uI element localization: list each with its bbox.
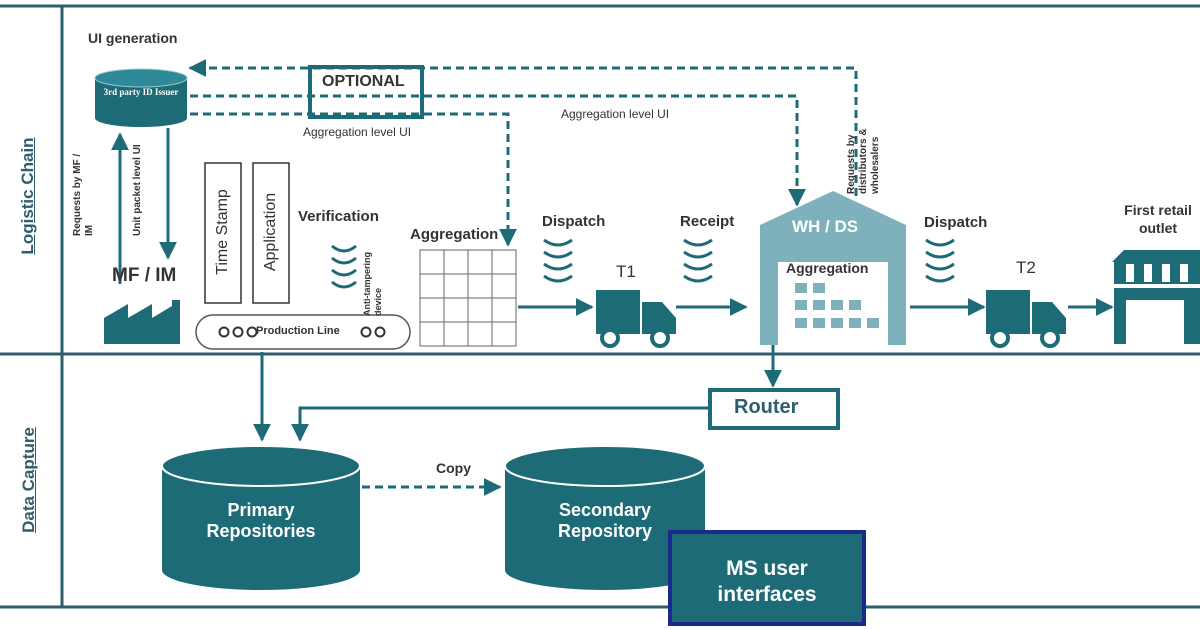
production-line-belt [195,314,411,350]
primary-repositories-label: Primary Repositories [206,500,316,541]
dispatch2-label: Dispatch [924,214,988,231]
truck-t2-icon [986,290,1066,348]
requests-distributors-label: Requests by distributors & wholesalers [846,128,881,194]
store-icon [1112,250,1200,344]
aggregation-ui-left-label: Aggregation level UI [303,125,412,139]
solid-flows [111,128,1114,442]
application-box [252,162,290,304]
t1-label: T1 [616,262,636,281]
ms-user-interfaces-label: MS user interfaces [717,557,817,606]
verification-label: Verification [298,208,379,225]
signal-icon-dispatch1 [543,238,573,283]
signal-icon-dispatch2 [925,238,955,283]
section-label-data-capture: Data Capture [19,427,38,533]
belt-rollers [218,326,386,338]
ms-ui-box [668,530,866,626]
aggregation-grid [419,249,517,347]
application-label: Application [262,192,279,272]
signal-icon-receipt [683,238,713,283]
frame [0,4,1200,609]
issuer-label: 3rd party ID Issuer [103,87,179,97]
unit-packet-label: Unit packet level UI [132,144,143,236]
issuer-cylinder [94,68,188,127]
mf-im-label: MF / IM [112,265,177,286]
truck-t1-icon [596,290,676,348]
ui-generation-label: UI generation [88,30,178,46]
warehouse-label: WH / DS [792,217,859,236]
requests-mf-label: Requests by MF / IM [72,153,95,236]
copy-label: Copy [436,460,471,476]
factory-icon [104,300,180,344]
time-stamp-box [204,162,242,304]
optional-label: OPTIONAL [322,73,405,90]
router-label: Router [734,396,799,418]
secondary-repository-label: Secondary Repository [557,500,653,541]
aggregation-label: Aggregation [410,226,499,243]
retail-label: First retail outlet [1124,202,1192,236]
t2-label: T2 [1016,258,1036,277]
receipt-label: Receipt [680,213,735,230]
time-stamp-label: Time Stamp [214,189,231,275]
production-line-label: Production Line [256,325,340,337]
signal-icon-verification [331,244,357,289]
warehouse-aggregation-label: Aggregation [786,260,869,276]
warehouse-icon [760,191,906,345]
section-label-logistic-chain: Logistic Chain [18,137,37,255]
primary-cylinder [161,445,361,590]
aggregation-ui-right-label: Aggregation level UI [561,107,670,121]
optional-box [308,65,424,119]
dispatch1-label: Dispatch [542,213,606,230]
router-box [708,388,840,430]
anti-tampering-label: Anti-tampering device [362,252,383,316]
